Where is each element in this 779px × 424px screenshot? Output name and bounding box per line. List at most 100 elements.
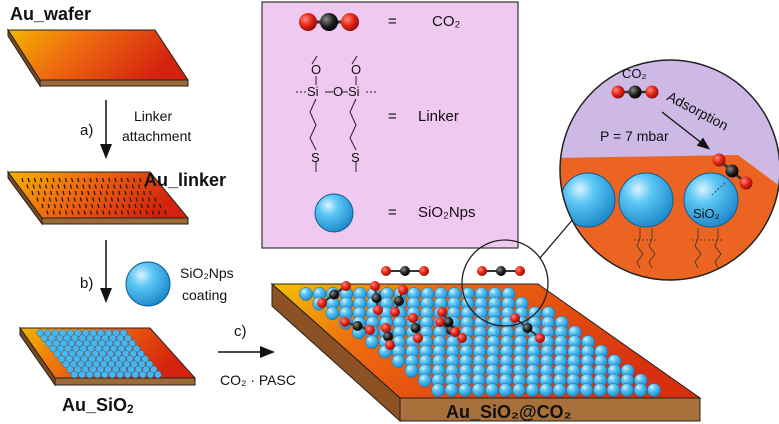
linker-mark: [124, 190, 127, 196]
zoom-pressure-label: P = 7 mbar: [600, 128, 669, 144]
linker-mark: [125, 184, 128, 189]
nanoparticle: [139, 370, 147, 379]
linker-mark: [88, 184, 91, 189]
nanoparticle: [100, 360, 108, 368]
nanoparticle: [87, 344, 95, 353]
nanoparticle: [154, 370, 162, 379]
nanoparticle: [49, 344, 57, 353]
linker-mark: [142, 190, 146, 196]
nanoparticle: [63, 334, 71, 342]
nanoparticle: [85, 370, 94, 379]
linker-mark: [133, 210, 136, 215]
nanoparticle: [134, 365, 143, 374]
linker-mark: [110, 197, 114, 202]
linker-mark: [139, 210, 142, 215]
linker-mark: [121, 203, 125, 209]
linker-mark: [57, 184, 60, 189]
linker-mark: [64, 177, 68, 183]
step-a-label: a): [80, 122, 94, 139]
nanoparticle: [110, 344, 118, 353]
nanoparticle: [647, 383, 661, 397]
linker-mark: [38, 184, 42, 189]
linker-atom-o-top-right: O: [351, 62, 362, 77]
linker-mark: [136, 190, 140, 196]
linker-mark: [94, 184, 97, 189]
co2-molecule-icon: [370, 281, 383, 315]
nanoparticle: [68, 350, 77, 358]
linker-mark: [164, 210, 167, 215]
nanoparticle: [128, 339, 136, 348]
nanoparticle: [70, 370, 79, 379]
nanoparticle: [126, 355, 134, 363]
linker-mark: [154, 197, 157, 202]
step-a-text-line1: Linker: [134, 108, 173, 124]
nanoparticle: [111, 355, 119, 363]
au-linker-slab: [7, 170, 190, 226]
linker-mark: [48, 197, 52, 202]
linker-mark: [71, 210, 74, 215]
linker-mark: [83, 210, 86, 215]
linker-mark: [139, 177, 142, 183]
co2-molecule-icon: [381, 323, 395, 350]
nanoparticle: [102, 344, 110, 353]
nanoparticle: [417, 373, 432, 388]
linker-mark: [54, 197, 58, 202]
linker-mark: [58, 210, 62, 215]
nanoparticle: [124, 334, 132, 342]
nanoparticle: [132, 344, 141, 353]
nanoparticle: [55, 334, 64, 342]
linker-mark: [95, 210, 99, 215]
nanoparticle: [59, 329, 67, 337]
sio2-nanoparticle-icon: [314, 193, 354, 233]
nanoparticle: [142, 365, 150, 374]
linker-mark: [27, 177, 30, 183]
nanoparticle: [94, 344, 103, 353]
au-sio2-co2-label: Au_SiO₂@CO₂: [446, 402, 572, 422]
nanoparticle: [117, 344, 125, 353]
nanoparticle: [74, 329, 82, 337]
nanoparticle: [89, 329, 97, 337]
nanoparticle: [115, 360, 123, 368]
linker-atom-o-top-left: O: [311, 62, 322, 77]
nanoparticle: [62, 360, 70, 368]
linker-chain: [714, 228, 722, 269]
nanoparticle: [145, 360, 154, 368]
linker-mark: [33, 177, 37, 183]
linker-mark: [73, 197, 76, 202]
nanoparticle: [98, 339, 106, 348]
nanoparticle: [109, 334, 117, 342]
legend-box: [261, 1, 519, 249]
co2-molecule-icon: [437, 307, 460, 337]
nanoparticle: [552, 383, 567, 397]
au-sio2-co2-slab: [270, 281, 702, 423]
nanoparticle: [66, 329, 75, 337]
nanoparticle: [458, 383, 472, 397]
linker-mark: [118, 190, 121, 196]
nanoparticle: [133, 355, 142, 363]
linker-mark: [102, 210, 105, 215]
linker-mark: [52, 177, 55, 183]
linker-mark: [51, 184, 54, 189]
linker-atom-o-mid: O: [333, 84, 344, 99]
linker-chain: [636, 228, 644, 269]
linker-mark: [141, 197, 145, 202]
linker-mark: [114, 177, 117, 183]
nanoparticle: [119, 365, 127, 374]
nanoparticle: [78, 334, 86, 342]
nanoparticle: [606, 383, 621, 397]
linker-mark: [67, 197, 70, 202]
nanoparticle: [104, 329, 113, 337]
co2-molecule-icon: [408, 313, 423, 343]
linker-mark: [128, 203, 131, 209]
linker-mark: [92, 197, 95, 202]
nanoparticle: [86, 334, 94, 342]
step-a-text-line2: attachment: [122, 128, 192, 144]
linker-mark: [101, 177, 105, 183]
linker-mark: [157, 210, 161, 215]
linker-chain: [648, 228, 656, 269]
legend-co2-label: CO₂: [432, 13, 461, 30]
adsorption-arrow-icon: [661, 111, 711, 150]
linker-mark: [135, 197, 138, 202]
nanoparticle: [71, 334, 79, 342]
linker-mark: [149, 190, 152, 196]
